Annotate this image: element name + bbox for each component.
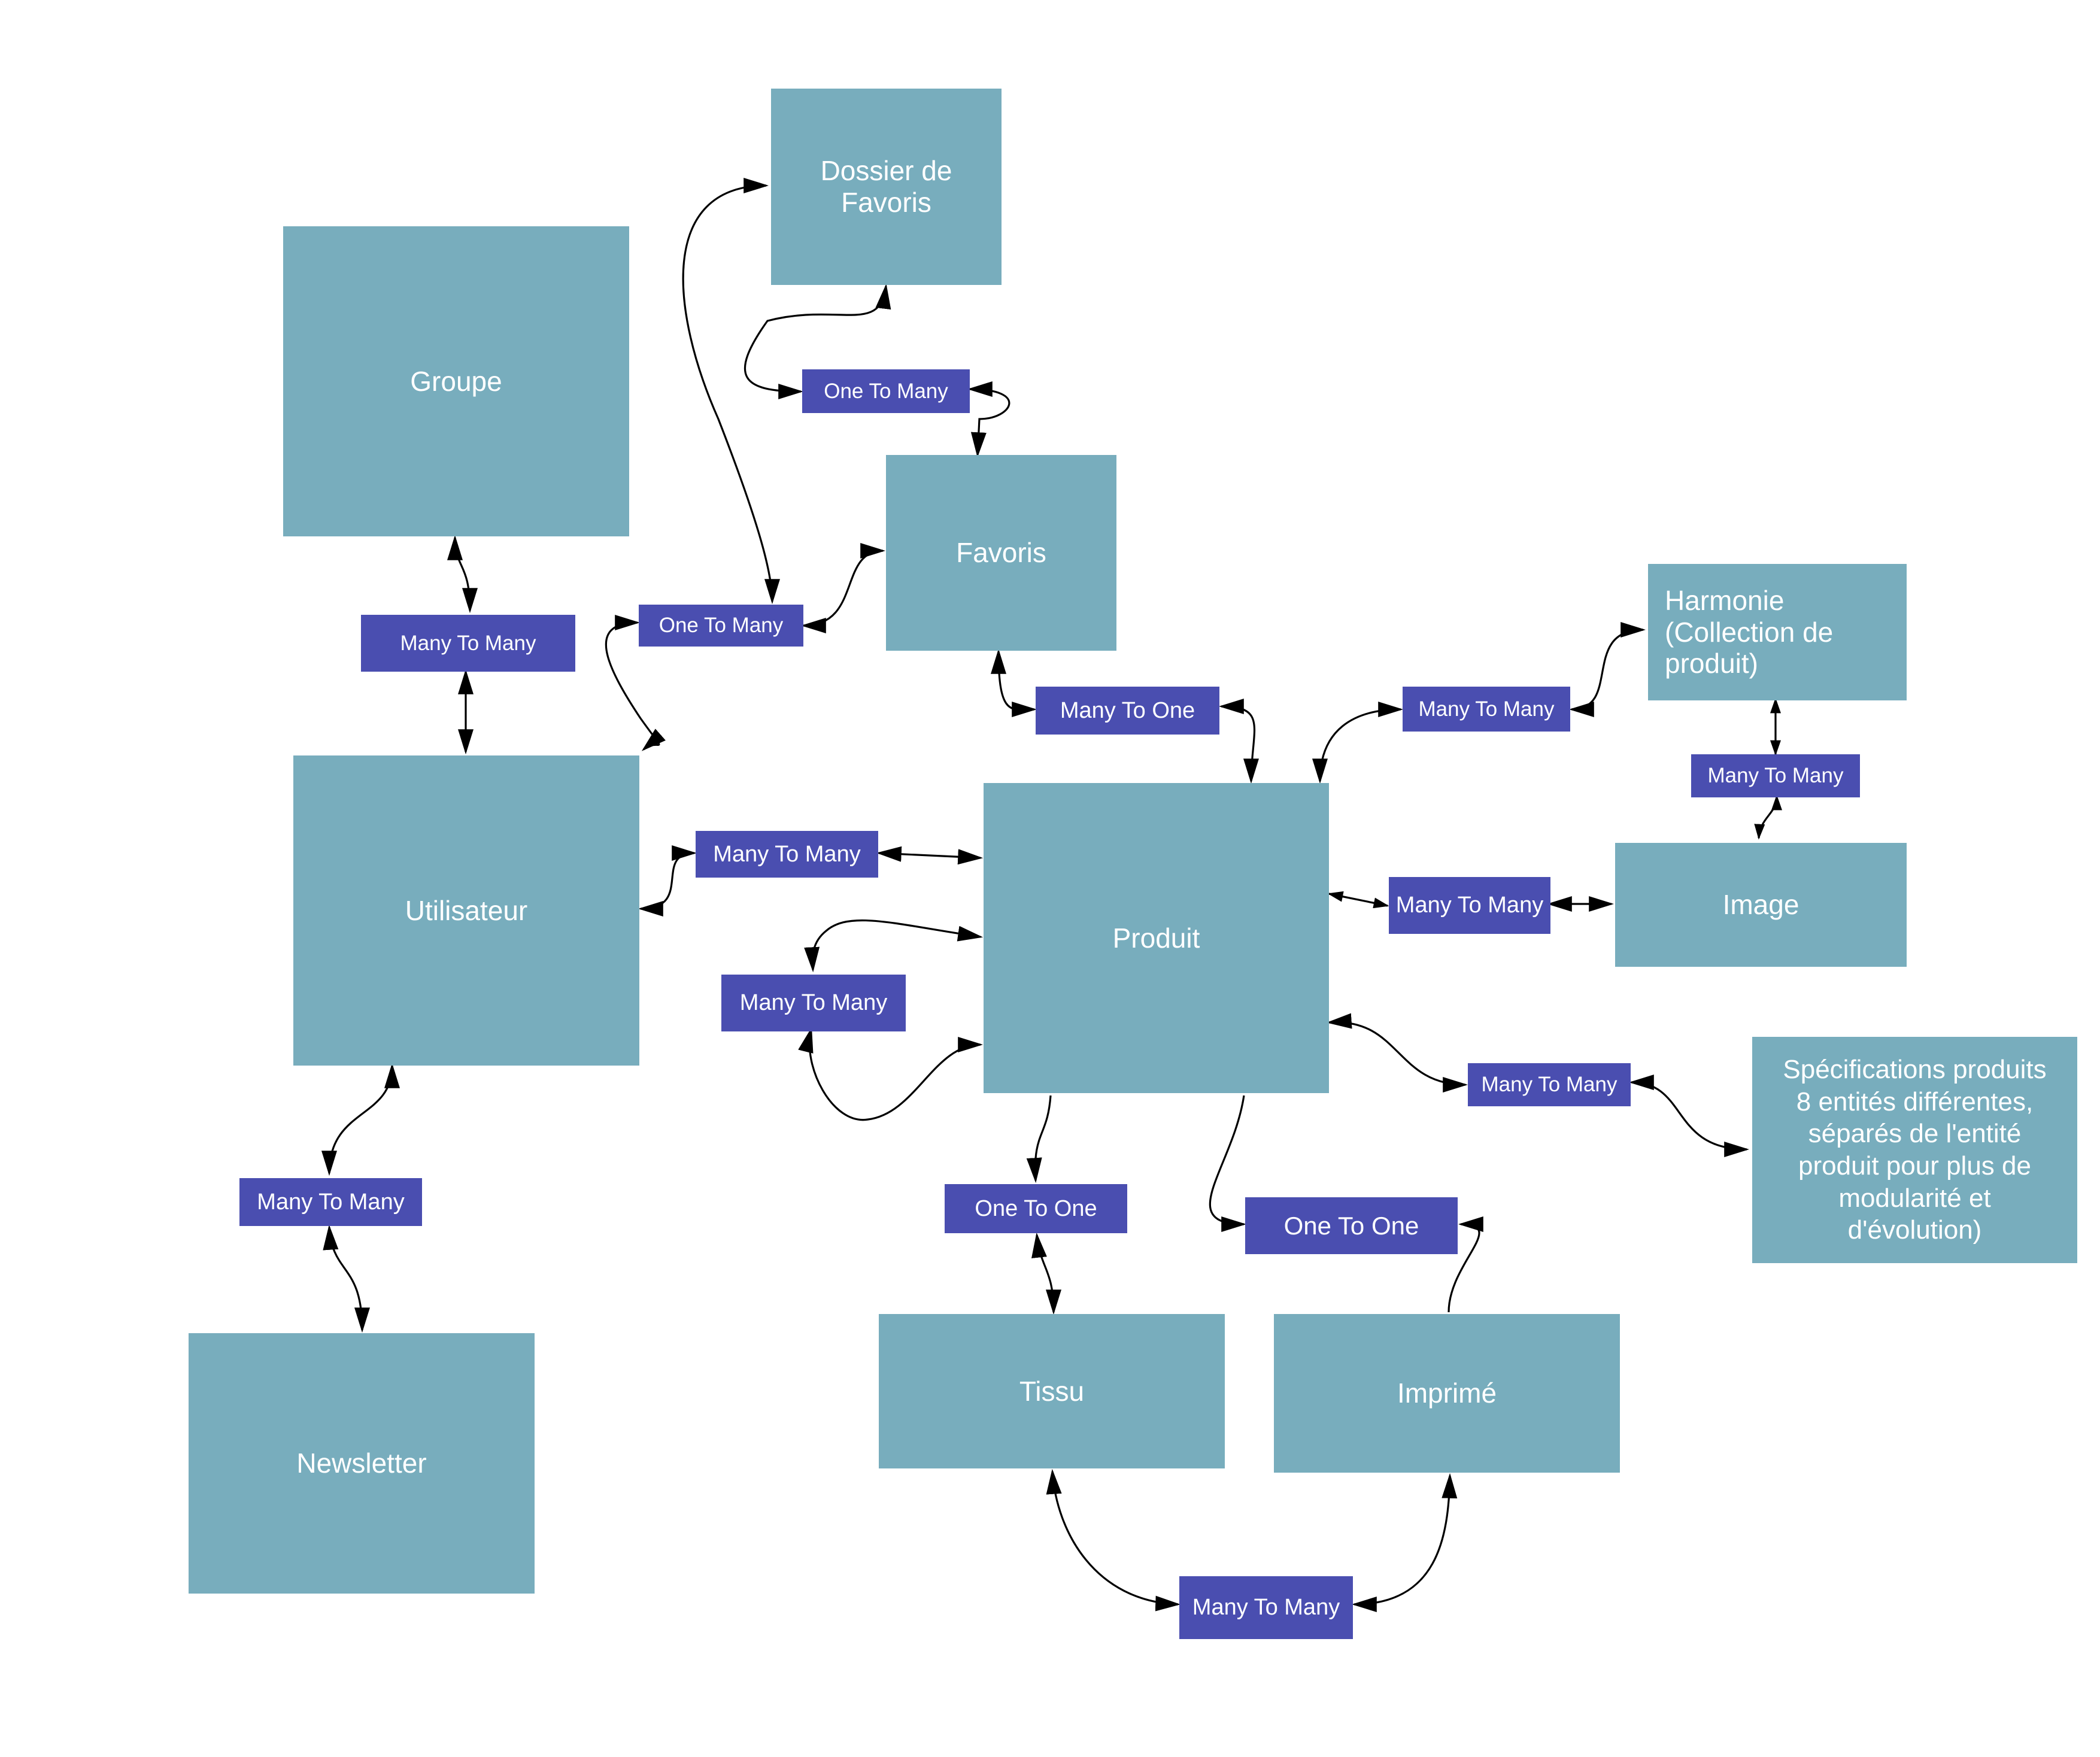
entity-favoris[interactable]: Favoris: [886, 455, 1116, 651]
edge-utilisateur-newsletter-rel: [321, 1063, 400, 1176]
edge-utilisateur-rel: [638, 845, 697, 917]
edge-rel-favoris: [800, 543, 886, 633]
relation-produit-imprime[interactable]: One To One: [1245, 1197, 1458, 1254]
edge-groupe-rel: [447, 535, 478, 614]
relation-favoris-produit[interactable]: Many To One: [1036, 687, 1219, 735]
edge-produit-imprime-rel: [1209, 1095, 1247, 1232]
relation-tissu-imprime[interactable]: Many To Many: [1179, 1576, 1353, 1639]
entity-image[interactable]: Image: [1615, 843, 1907, 967]
edge-rel-spec: [1628, 1075, 1750, 1157]
edge-rel-produit: [876, 846, 984, 865]
relation-utilisateur-newsletter[interactable]: Many To Many: [239, 1178, 422, 1226]
edge-produit-self-bottom: [798, 1027, 984, 1121]
entity-imprime[interactable]: Imprimé: [1274, 1314, 1620, 1473]
edge-produit-tissu-rel: [1026, 1095, 1052, 1184]
edge-rel-imprime: [1351, 1473, 1458, 1612]
edge-rel-newsletter: [323, 1224, 370, 1333]
entity-groupe[interactable]: Groupe: [283, 226, 629, 536]
edge-onetomany-favoris: [967, 381, 1010, 458]
edge-rel-utilisateur: [605, 615, 666, 751]
edge-rel-harmonie: [1568, 622, 1646, 717]
relation-dossier-favoris[interactable]: One To Many: [802, 369, 970, 413]
entity-utilisateur[interactable]: Utilisateur: [293, 755, 639, 1066]
edge-favoris-manytoone: [991, 648, 1037, 718]
edge-produit-self-top: [804, 919, 984, 973]
entity-newsletter[interactable]: Newsletter: [189, 1333, 535, 1594]
edge-manytoone-produit: [1218, 699, 1260, 784]
relation-produit-harmonie[interactable]: Many To Many: [1403, 687, 1570, 732]
entity-dossier-favoris[interactable]: Dossier de Favoris: [771, 89, 1002, 285]
relation-groupe-utilisateur[interactable]: Many To Many: [361, 615, 575, 672]
relation-harmonie-image[interactable]: Many To Many: [1691, 754, 1860, 797]
relation-produit-self[interactable]: Many To Many: [721, 975, 906, 1031]
edge-produit-harmonie-rel: [1312, 702, 1404, 784]
edge-imprime-rel: [1447, 1216, 1483, 1313]
relation-utilisateur-produit[interactable]: Many To Many: [696, 831, 878, 878]
entity-specifications-produits[interactable]: Spécifications produits 8 entités différ…: [1752, 1037, 2077, 1263]
edge-rel-tissu: [1031, 1232, 1061, 1315]
edge-produit-spec-rel: [1326, 1013, 1468, 1093]
entity-harmonie[interactable]: Harmonie (Collection de produit): [1648, 564, 1907, 700]
entity-produit[interactable]: Produit: [984, 783, 1329, 1093]
relation-produit-specifications[interactable]: Many To Many: [1468, 1063, 1631, 1106]
edge-produit-image-rel: [1327, 891, 1389, 909]
edge-rel-image: [1754, 794, 1782, 840]
relation-utilisateur-dossier[interactable]: One To Many: [639, 605, 803, 647]
relation-produit-image[interactable]: Many To Many: [1389, 877, 1550, 934]
relation-produit-tissu[interactable]: One To One: [945, 1184, 1127, 1233]
edge-dossier-utilisateur-rel: [682, 178, 780, 605]
entity-tissu[interactable]: Tissu: [879, 1314, 1225, 1468]
edge-tissu-rel: [1046, 1468, 1181, 1612]
